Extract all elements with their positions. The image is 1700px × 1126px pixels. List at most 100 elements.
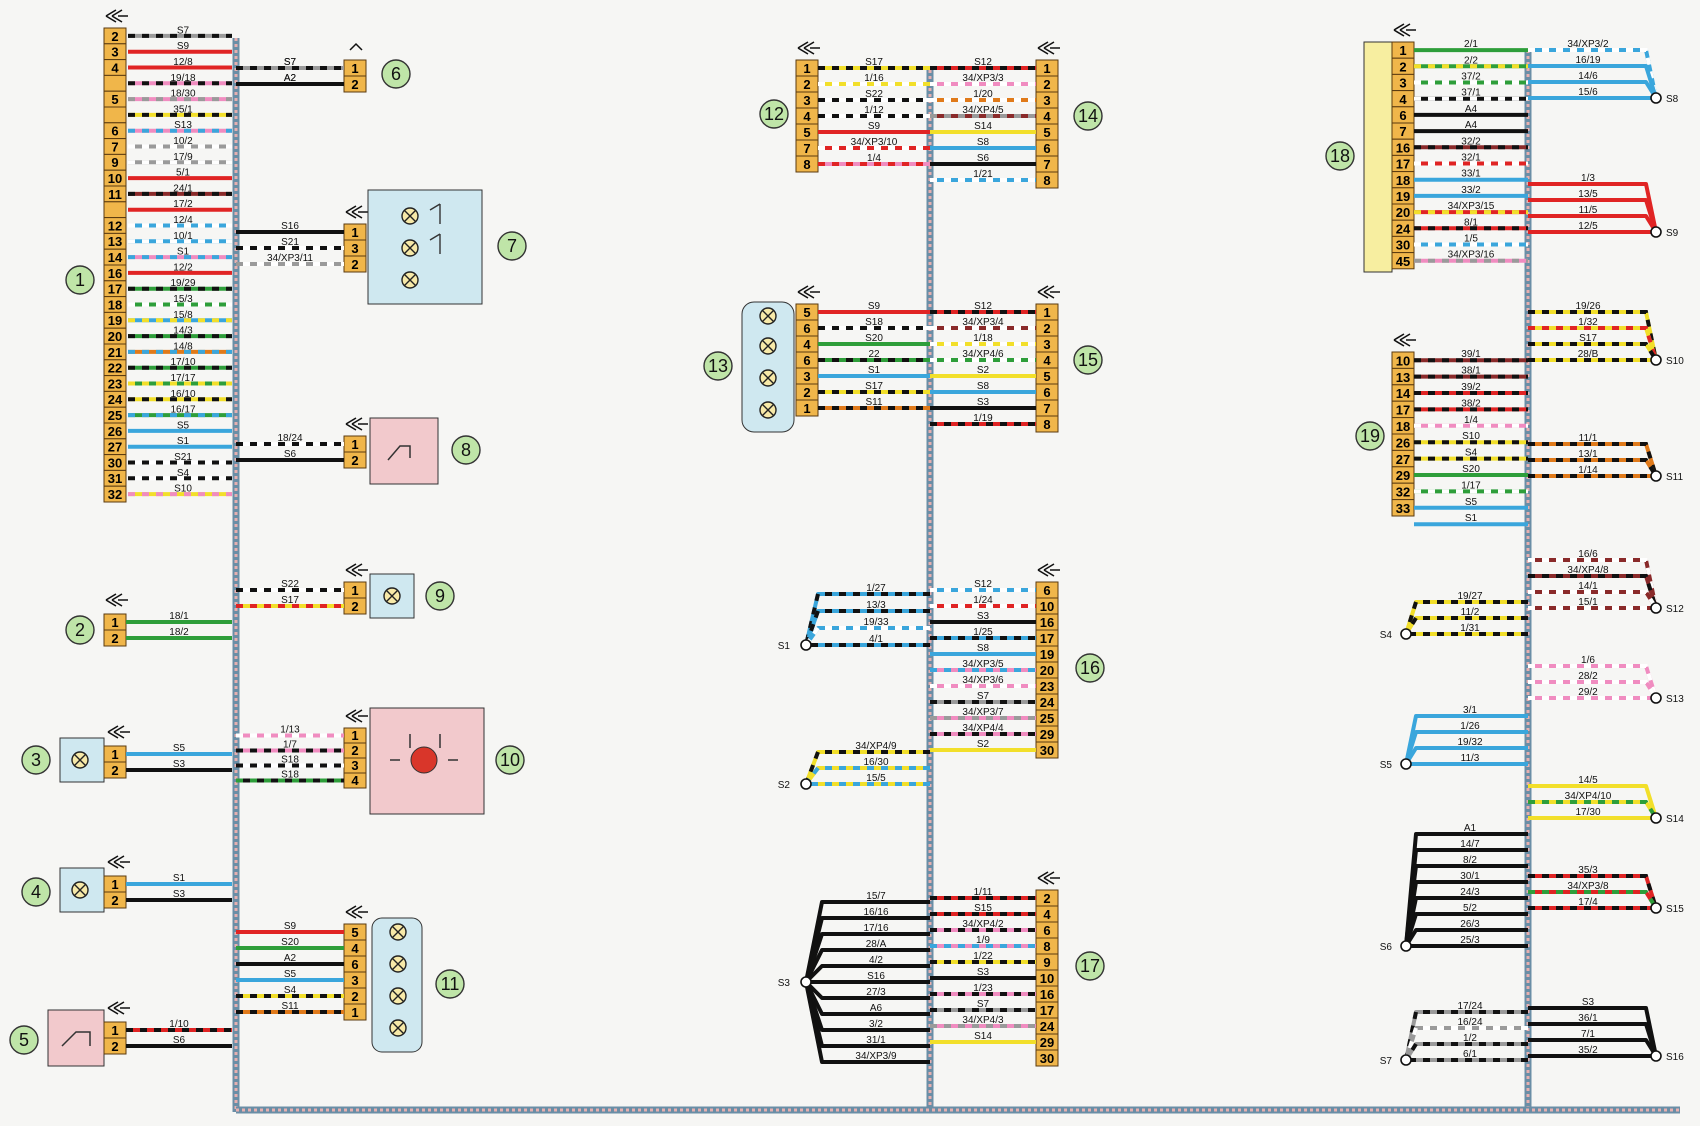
connector-18-wire-label: 37/1 (1461, 88, 1481, 99)
junction-S15-wire (1528, 890, 1658, 910)
junction-S9-wire-label: 13/5 (1578, 189, 1598, 200)
connector-12-pin: 2 (803, 77, 810, 92)
junction-S15-wire (1528, 874, 1658, 909)
connector-17-pin: 24 (1040, 1019, 1055, 1034)
connector-16-pin: 30 (1040, 743, 1054, 758)
connector-18-pin: 19 (1396, 189, 1410, 204)
junction-S7-wire-label: 17/24 (1457, 1001, 1482, 1012)
connector-19-pin: 17 (1396, 403, 1410, 418)
connector-1-wire-label: 16/17 (170, 405, 195, 416)
junction-S8-wire-label: 16/19 (1575, 55, 1600, 66)
connector-14-pin: 3 (1043, 93, 1050, 108)
connector-1-pin: 16 (108, 266, 122, 281)
connector-6-wire-label: S7 (284, 57, 297, 68)
connector-1-arrow-icon (105, 9, 128, 23)
connector-2-pin: 1 (111, 615, 118, 630)
block-4-number-label: 4 (31, 882, 41, 902)
connector-18-wire-label: 2/2 (1464, 55, 1478, 66)
connector-13-pin: 3 (803, 369, 810, 384)
junction-S11-wire (1528, 442, 1658, 477)
connector-18-pin: 1 (1399, 43, 1406, 58)
block-6-number-circle (381, 59, 411, 89)
connector-19-wire-label: S4 (1465, 448, 1478, 459)
connector-18-wire-label: 33/2 (1461, 185, 1481, 196)
connector-1-wire-label: 17/10 (170, 357, 195, 368)
junction-S6-wire (1404, 928, 1528, 948)
connector-16-wire-label: 34/XP3/5 (962, 659, 1004, 670)
junction-S3-label: S3 (778, 978, 791, 989)
connector-16-pin: 29 (1040, 727, 1054, 742)
motor-icon (410, 746, 438, 774)
block-14-number-circle (1073, 101, 1103, 131)
connector-7-wire-label: 34/XP3/11 (267, 253, 313, 264)
connector-15-pin: 4 (1043, 353, 1051, 368)
connector-16-wire-label: S8 (977, 643, 990, 654)
junction-S3-wire-label: 28/A (866, 939, 887, 950)
connector-1-wire-label: 14/8 (173, 341, 193, 352)
connector-16-wire-label: 34/XP3/6 (962, 675, 1004, 686)
connector-1-pin: 9 (111, 155, 118, 170)
junction-S3-wire-label: S16 (867, 971, 885, 982)
connector-17-pin: 6 (1043, 923, 1050, 938)
connector-1-pin: 13 (108, 234, 122, 249)
connector-11-wire-label: S4 (284, 985, 297, 996)
junction-S1-label: S1 (778, 641, 791, 652)
connector-19-wire-label: S10 (1462, 431, 1480, 442)
connector-15-wire-label: S2 (977, 365, 990, 376)
block-12-number-label: 12 (764, 104, 784, 124)
connector-1-wire-label: 14/3 (173, 326, 193, 337)
block-10-number-circle (495, 745, 525, 775)
connector-5-pin: 2 (111, 1039, 118, 1054)
connector-1-wire-label: 15/3 (173, 294, 193, 305)
connector-19-pin: 18 (1396, 419, 1410, 434)
connector-1-pin: 25 (108, 408, 122, 423)
block-6-number-label: 6 (391, 64, 401, 84)
connector-2: 12 (103, 613, 127, 647)
connector-1-wire-label: 17/9 (173, 152, 193, 163)
connector-1-pin: 2 (111, 29, 118, 44)
block-2-number-circle (65, 615, 95, 645)
connector-7-wire-label: S16 (281, 221, 299, 232)
block-15-number-circle (1073, 345, 1103, 375)
ground-node-icon (1650, 902, 1662, 914)
junction-S9-wire-label: 11/5 (1579, 205, 1598, 216)
lamp-11-3-icon (389, 987, 407, 1005)
switch-8-icon (387, 445, 411, 461)
connector-10-wire-label: S18 (281, 755, 299, 766)
junction-S4-wire-label: 1/31 (1460, 623, 1480, 634)
junction-S2-wire (804, 750, 930, 785)
connector-6-pin: 1 (351, 61, 358, 76)
connector-16-wire-label: 1/25 (973, 627, 993, 638)
junction-S3-wire (804, 981, 930, 1064)
connector-15-wire-label: 34/XP4/6 (962, 349, 1004, 360)
junction-S10-wire-label: S17 (1579, 333, 1597, 344)
block-18-number-label: 18 (1330, 146, 1350, 166)
connector-11-pin: 2 (351, 989, 358, 1004)
connector-1-wire-label: 5/1 (176, 168, 190, 179)
connector-17-wire-label: S3 (977, 967, 990, 978)
connector-14-wire-label: 1/20 (973, 89, 993, 100)
connector-18-wire-label: 34/XP3/16 (1448, 250, 1495, 261)
connector-1-pin: 22 (108, 361, 122, 376)
connector-1-wire-label: S9 (177, 41, 190, 52)
connector-1-pin: 21 (108, 345, 122, 360)
connector-1-wire-label: 17/2 (173, 199, 193, 210)
junction-S6-wire-label: 25/3 (1460, 935, 1480, 946)
junction-S3-wire-label: 4/2 (869, 955, 883, 966)
connector-13-arrow-icon (797, 285, 820, 299)
connector-1-pin: 18 (108, 297, 122, 312)
junction-S12-wire (1528, 590, 1658, 610)
connector-13-pin: 1 (803, 401, 810, 416)
junction-S10-wire (1528, 342, 1658, 362)
connector-14-wire-label: 34/XP4/5 (962, 105, 1004, 116)
connector-12-wire-label: S9 (868, 121, 881, 132)
connector-14-wire-label: S6 (977, 153, 990, 164)
junction-S7-wire-label: 16/24 (1457, 1017, 1482, 1028)
junction-S7-label: S7 (1380, 1056, 1393, 1067)
connector-11-pin: 1 (351, 1005, 358, 1020)
connector-9-wire-label: S22 (281, 579, 299, 590)
junction-S16-wire (1528, 1038, 1658, 1058)
